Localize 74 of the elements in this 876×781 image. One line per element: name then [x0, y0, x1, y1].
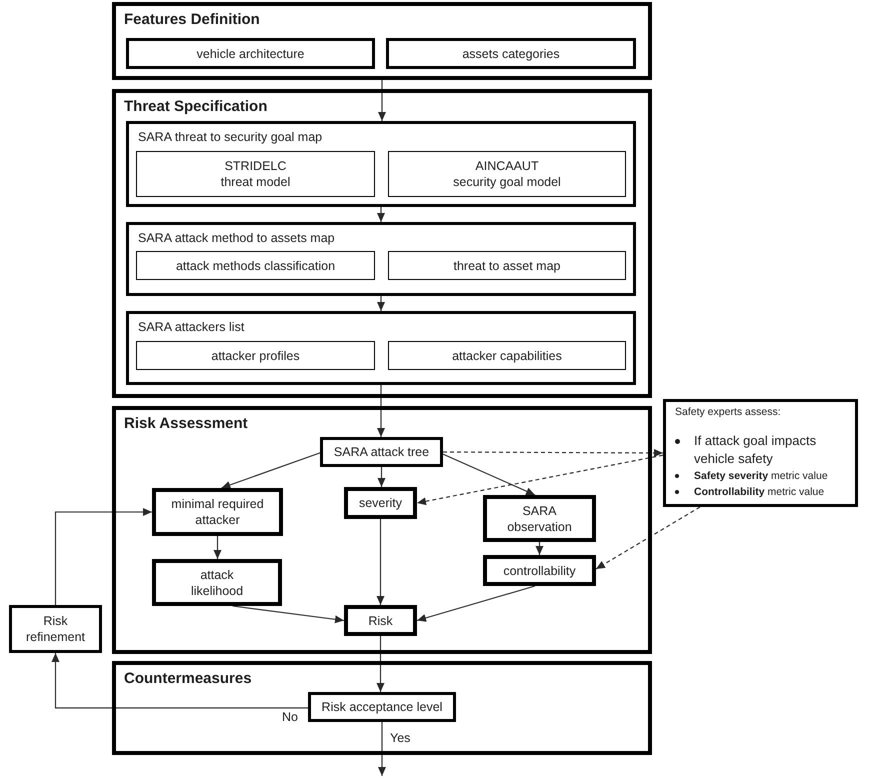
process-box: [9, 605, 102, 653]
process-box: [483, 495, 596, 542]
arrow: [54, 508, 152, 605]
process-label: assets categories: [462, 46, 560, 62]
group-title: SARA attackers list: [138, 319, 244, 335]
arrow: [376, 636, 384, 692]
process-label: STRIDELC: [224, 158, 286, 174]
subprocess-panel: [126, 311, 636, 385]
arrow: [377, 296, 385, 311]
process-label: Risk refinement: [24, 613, 86, 645]
stage-panel: [112, 661, 652, 755]
process-box: [483, 555, 596, 586]
process-box: [344, 605, 417, 636]
subprocess-panel: [126, 121, 636, 207]
process-label: controllability: [503, 562, 576, 578]
process-box: [136, 151, 375, 197]
process-box: [136, 251, 375, 280]
process-label: minimal required attacker: [170, 496, 265, 528]
process-label: threat model: [220, 174, 290, 190]
dashed-arrow: [596, 506, 700, 570]
group-title: SARA threat to security goal map: [138, 129, 322, 145]
process-box: [136, 341, 375, 370]
process-box: [388, 251, 626, 280]
process-label: attacker capabilities: [452, 348, 562, 364]
arrow: [442, 454, 536, 496]
stage-panel: [112, 2, 652, 80]
group-title: SARA attack method to assets map: [138, 230, 335, 246]
arrow: [221, 452, 320, 490]
arrow: [376, 519, 384, 605]
arrow: [378, 80, 386, 121]
process-box: [386, 38, 636, 69]
process-label: severity: [358, 495, 402, 511]
process-label: Risk acceptance level: [322, 699, 442, 715]
subprocess-panel: [126, 222, 636, 296]
process-box: [388, 151, 626, 197]
bullet-text: Safety severity metric value: [694, 469, 829, 484]
process-box: [320, 437, 443, 467]
process-box: [308, 692, 456, 722]
process-box: [152, 488, 283, 536]
arrow: [378, 467, 386, 487]
note-heading: Safety experts assess:: [675, 405, 782, 419]
process-box: [388, 341, 626, 370]
process-label: vehicle architecture: [196, 46, 304, 62]
process-box: [152, 559, 282, 606]
arrow: [378, 722, 386, 776]
arrow: [214, 536, 222, 559]
bullet-text: Controllability metric value: [694, 485, 826, 500]
process-box: [126, 38, 375, 69]
process-label: AINCAAUT: [475, 158, 539, 174]
note-box: [663, 399, 858, 507]
process-label: attack methods classification: [176, 258, 336, 274]
dashed-arrow: [443, 448, 663, 457]
stage-panel: [112, 406, 652, 654]
arrow: [232, 605, 344, 624]
arrow: [377, 207, 385, 222]
arrow: [377, 385, 385, 437]
stage-title: Risk Assessment: [124, 415, 248, 433]
dashed-arrow: [416, 454, 664, 506]
process-label: attacker profiles: [211, 348, 300, 364]
stage-panel: [112, 89, 652, 398]
stage-title: Countermeasures: [124, 670, 252, 688]
stage-title: Threat Specification: [124, 98, 268, 116]
process-label: threat to asset map: [453, 258, 560, 274]
arrow: [536, 542, 544, 555]
process-label: Risk: [368, 612, 393, 628]
process-label: SARA observation: [506, 502, 573, 534]
arrow: [52, 653, 308, 708]
bullet-text: If attack goal impacts vehicle safety: [694, 432, 818, 468]
process-label: SARA attack tree: [334, 444, 430, 460]
stage-title: Features Definition: [124, 11, 260, 29]
process-box: [344, 487, 417, 519]
process-label: security goal model: [453, 174, 561, 190]
arrow: [416, 585, 536, 622]
process-label: attack likelihood: [190, 566, 244, 598]
